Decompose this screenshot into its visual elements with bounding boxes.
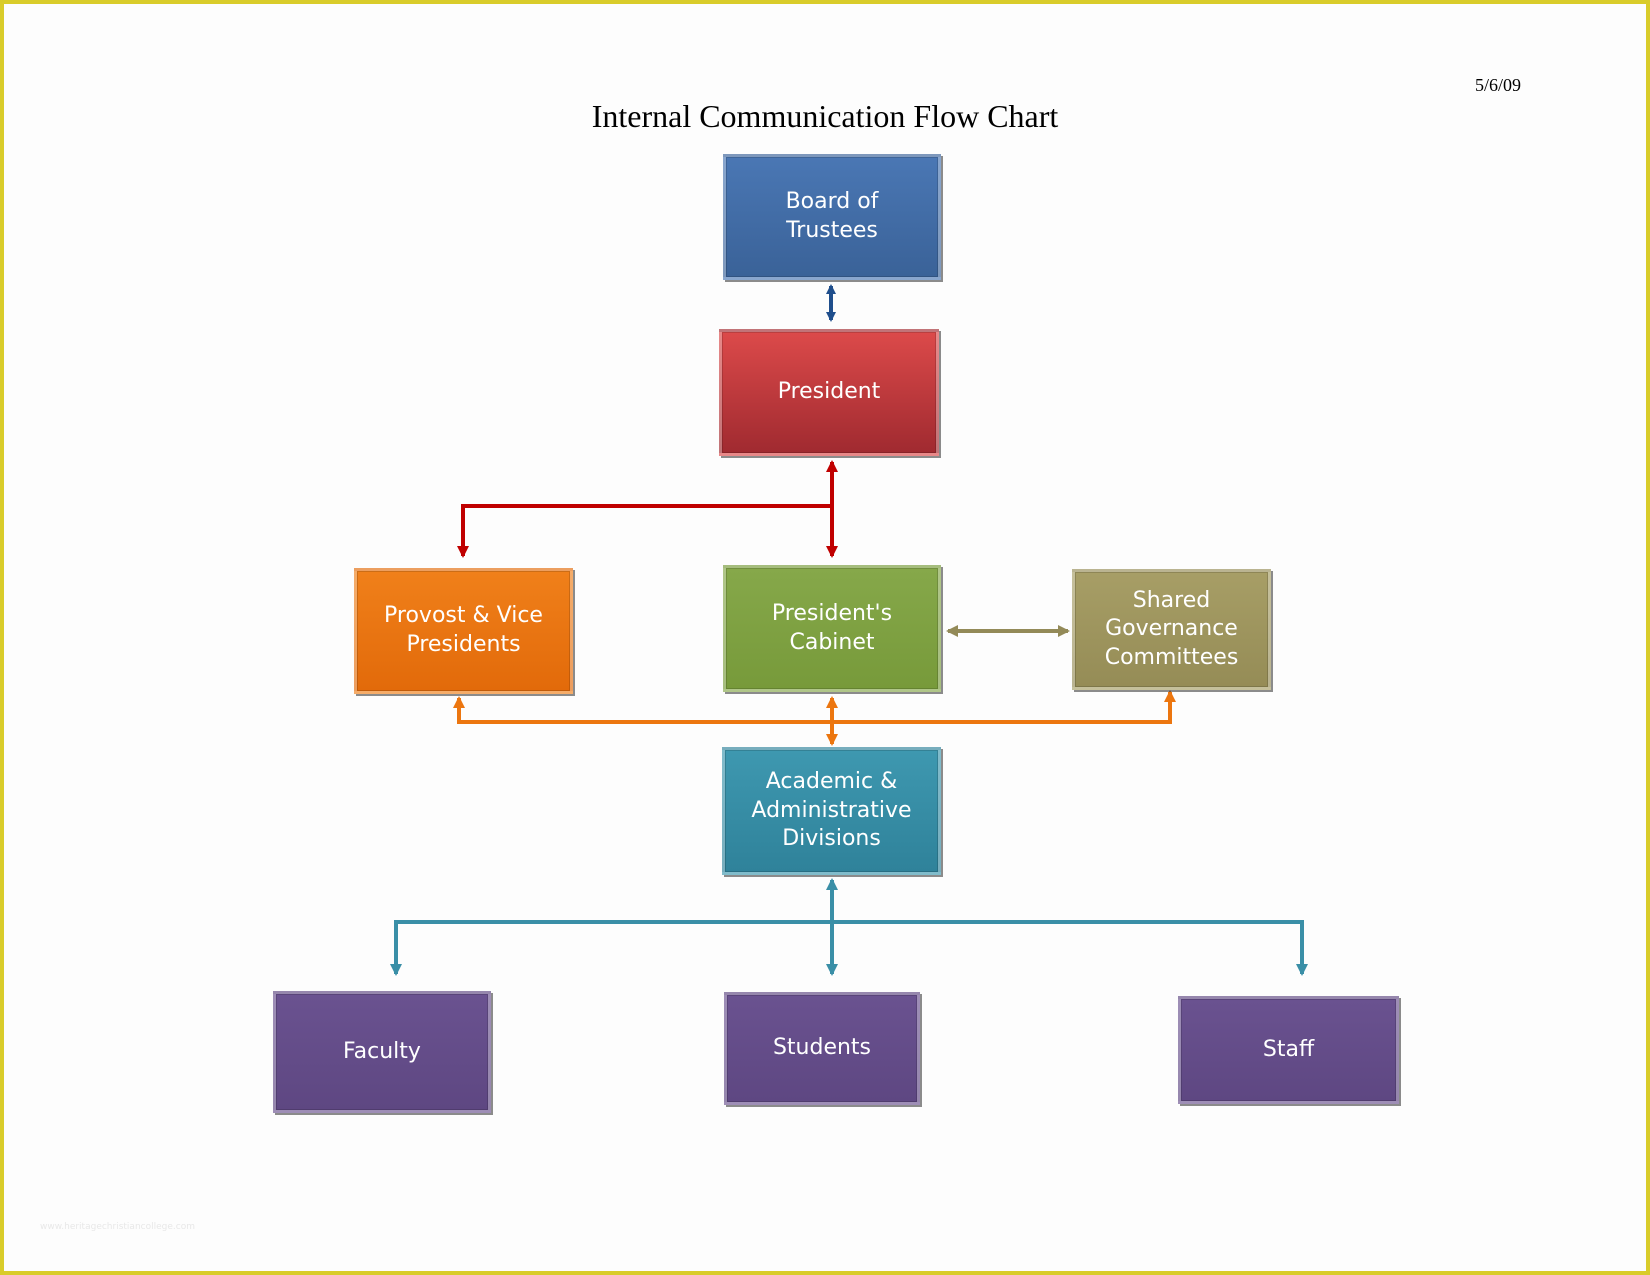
arrow-divisions-governance	[832, 690, 1176, 724]
node-faculty[interactable]: Faculty	[273, 991, 491, 1113]
arrow-president-provost	[457, 504, 832, 558]
node-provost-vice-presidents[interactable]: Provost & Vice Presidents	[354, 568, 573, 694]
arrow-divisions-faculty	[390, 920, 832, 976]
node-shared-governance[interactable]: Shared Governance Committees	[1072, 569, 1271, 690]
arrow-divisions-staff	[832, 920, 1308, 976]
chart-title: Internal Communication Flow Chart	[591, 98, 1059, 134]
node-students[interactable]: Students	[724, 992, 920, 1105]
node-president[interactable]: President	[719, 329, 939, 456]
watermark: www.heritagechristiancollege.com	[40, 1222, 195, 1232]
node-staff[interactable]: Staff	[1178, 996, 1399, 1104]
node-presidents-cabinet[interactable]: President's Cabinet	[723, 565, 941, 692]
node-academic-administrative-divisions[interactable]: Academic & Administrative Divisions	[722, 747, 941, 875]
date-label: 5/6/09	[1475, 75, 1522, 95]
arrow-divisions-provost	[453, 696, 832, 724]
node-board-of-trustees[interactable]: Board of Trustees	[723, 154, 941, 280]
